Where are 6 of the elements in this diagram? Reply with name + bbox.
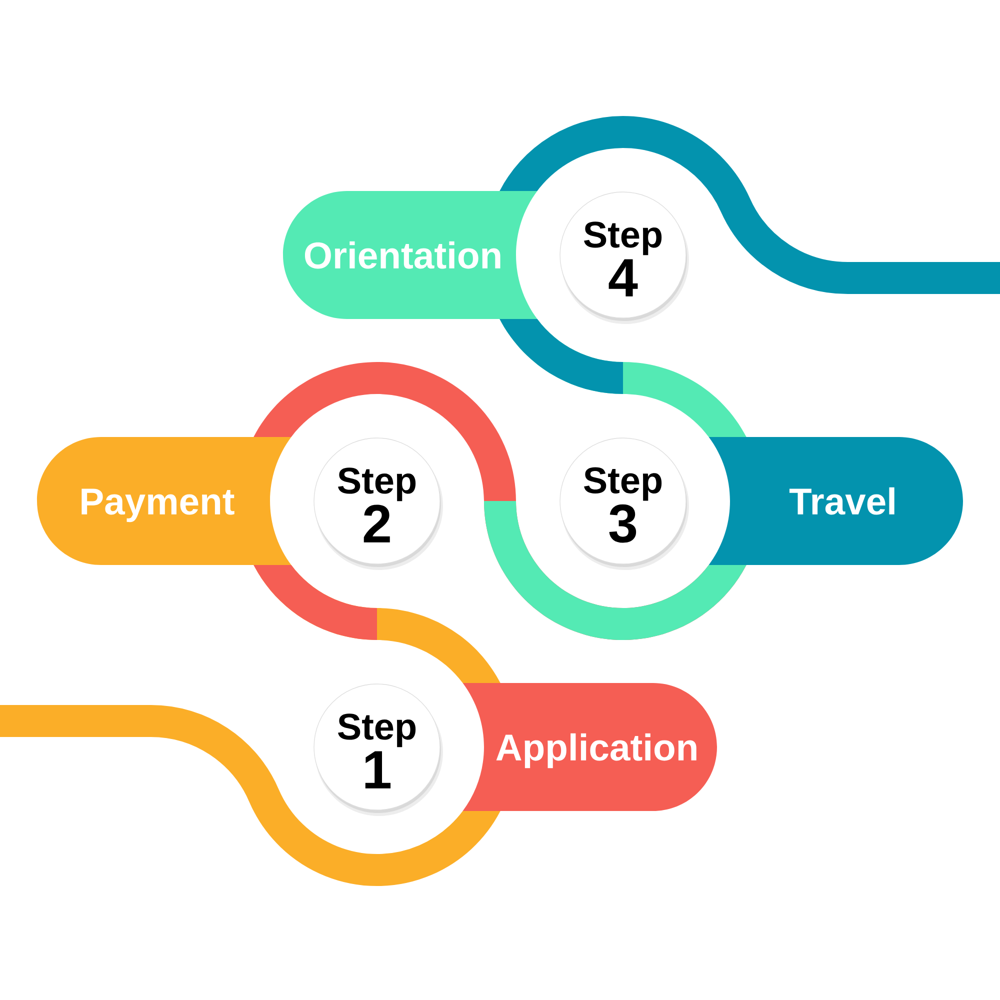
label-pill: Payment (37, 437, 292, 565)
label-pill: Application (462, 683, 717, 811)
curved-connector (0, 705, 502, 886)
label-pill: Travel (708, 437, 963, 565)
label-pill: Orientation (283, 191, 538, 319)
curved-connector (500, 319, 746, 438)
